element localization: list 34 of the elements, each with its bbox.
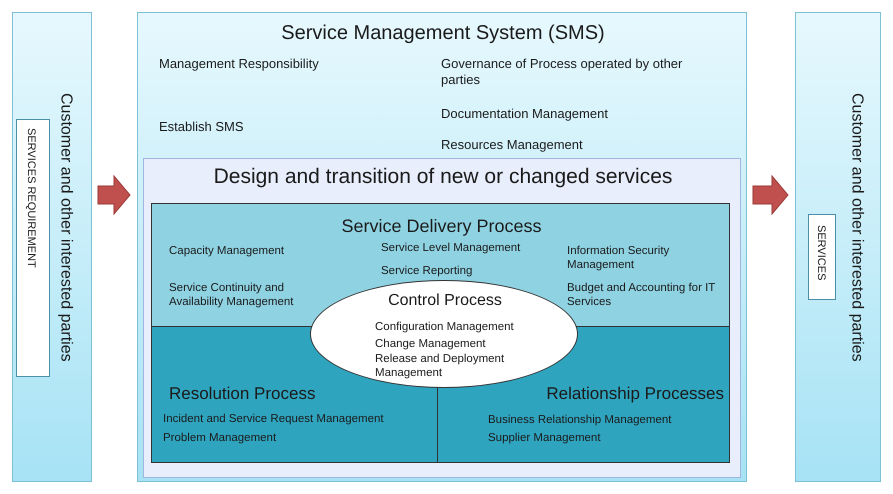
item-text: Problem Management — [163, 432, 278, 446]
box-label: SERVICES REQUIREMENT — [25, 128, 38, 268]
process-title: Service Delivery Process — [340, 216, 543, 238]
item-text: Information Security Management — [567, 245, 670, 273]
design-panel — [143, 158, 741, 478]
requirement-box — [16, 119, 50, 377]
item-text: Service Continuity and Availability Management — [169, 282, 294, 310]
item-text: Budget and Accounting for IT Services — [567, 282, 716, 310]
item-text: Configuration Management — [375, 321, 515, 335]
stakeholder-panel — [795, 12, 881, 482]
item-text: Business Relationship Management — [488, 414, 672, 428]
item-text: Governance of Process operated by other parties — [441, 56, 684, 88]
services-box — [808, 214, 836, 300]
box-label: SERVICES — [815, 225, 828, 280]
process-title: Resolution Process — [169, 384, 316, 404]
system-panel — [137, 12, 747, 482]
item-text: Supplier Management — [488, 432, 602, 446]
item-text: Change Management — [375, 338, 487, 352]
stakeholder-panel — [12, 12, 92, 482]
item-text: Resources Management — [441, 137, 584, 153]
item-text: Establish SMS — [159, 119, 245, 135]
panel-title: Customer and other interested parties — [848, 93, 866, 362]
panel-title: Customer and other interested parties — [57, 93, 75, 362]
item-text: Release and Deployment Management — [375, 353, 506, 381]
panel-title: Design and transition of new or changed services — [212, 164, 674, 190]
item-text: Documentation Management — [441, 106, 609, 122]
block-arrow — [98, 174, 131, 216]
item-text: Service Reporting — [381, 265, 474, 279]
process-title: Relationship Processes — [545, 384, 724, 404]
item-text: Incident and Service Request Management — [163, 413, 385, 427]
item-text: Capacity Management — [169, 245, 286, 259]
panel-title: Service Management System (SMS) — [280, 21, 606, 45]
block-arrow — [752, 174, 789, 216]
item-text: Management Responsibility — [159, 56, 320, 72]
